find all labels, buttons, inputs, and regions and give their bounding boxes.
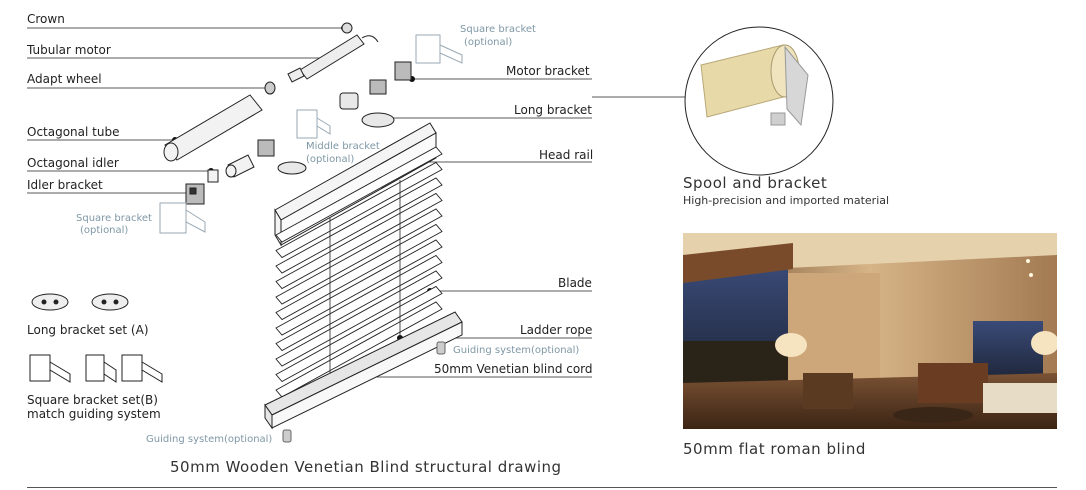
label-square-bracket-top: Square bracket bbox=[460, 24, 536, 35]
label-guiding-system-bottom: Guiding system(optional) bbox=[146, 434, 273, 445]
blade-slat bbox=[275, 301, 443, 398]
middle-bracket-part bbox=[296, 109, 331, 139]
label-tubular-motor: Tubular motor bbox=[27, 43, 111, 57]
blade-slat bbox=[275, 146, 443, 243]
crown-part bbox=[341, 22, 353, 34]
label-middle-bracket: Middle bracket bbox=[306, 141, 380, 152]
octagonal-tube-part bbox=[163, 94, 263, 162]
label-adapt-wheel: Adapt wheel bbox=[27, 72, 102, 86]
guiding-system-part bbox=[282, 341, 446, 443]
tubular-motor-part bbox=[287, 34, 379, 83]
blades bbox=[275, 146, 443, 398]
label-idler-bracket: Idler bracket bbox=[27, 178, 103, 192]
label-blade: Blade bbox=[558, 276, 592, 290]
bottom-rail bbox=[264, 311, 463, 430]
octagonal-idler-part bbox=[207, 154, 255, 183]
square-bracket-left-part bbox=[159, 202, 206, 234]
adapt-wheel-part bbox=[264, 81, 276, 95]
label-square-bracket-set-match: match guiding system bbox=[27, 407, 161, 421]
label-crown: Crown bbox=[27, 12, 65, 26]
caption-photo: 50mm flat roman blind bbox=[683, 440, 866, 458]
label-square-bracket-set: Square bracket set(B) bbox=[27, 393, 158, 407]
blade-slat bbox=[275, 161, 443, 259]
square-bracket-set-b bbox=[29, 354, 163, 383]
room-photo bbox=[683, 233, 1057, 429]
square-bracket-top-part bbox=[415, 34, 463, 64]
middle-bracket-clip bbox=[257, 139, 307, 175]
blade-slat bbox=[275, 254, 443, 352]
blade-slat bbox=[275, 239, 443, 336]
label-long-bracket-set: Long bracket set (A) bbox=[27, 323, 149, 337]
ladder-ropes bbox=[329, 180, 401, 380]
blade-slat bbox=[275, 285, 443, 383]
label-long-bracket: Long bracket bbox=[514, 103, 592, 117]
label-square-bracket-left: Square bracket bbox=[76, 213, 152, 224]
label-blind-cord: 50mm Venetian blind cord bbox=[434, 362, 593, 376]
caption-spool-subtitle: High-precision and imported material bbox=[683, 194, 890, 207]
bottom-divider bbox=[27, 487, 1057, 488]
blade-slat bbox=[275, 270, 443, 367]
long-bracket-set-a bbox=[31, 293, 129, 311]
label-square-bracket-top-optional: (optional) bbox=[464, 37, 513, 48]
label-middle-bracket-optional: (optional) bbox=[306, 154, 355, 165]
label-head-rail: Head rail bbox=[539, 148, 594, 162]
label-ladder-rope: Ladder rope bbox=[520, 323, 593, 337]
long-bracket-part bbox=[339, 92, 395, 128]
label-octagonal-idler: Octagonal idler bbox=[27, 156, 119, 170]
blade-slat bbox=[275, 192, 443, 290]
spool-bracket-image bbox=[684, 26, 834, 176]
motor-bracket-part bbox=[369, 61, 412, 95]
blade-slat bbox=[275, 208, 443, 305]
blade-slat bbox=[275, 177, 443, 274]
idler-bracket-part bbox=[185, 183, 205, 205]
label-motor-bracket: Motor bracket bbox=[506, 64, 590, 78]
label-octagonal-tube: Octagonal tube bbox=[27, 125, 120, 139]
caption-spool-title: Spool and bracket bbox=[683, 174, 828, 192]
label-square-bracket-left-optional: (optional) bbox=[80, 225, 129, 236]
label-guiding-system-right: Guiding system(optional) bbox=[453, 345, 580, 356]
caption-drawing: 50mm Wooden Venetian Blind structural dr… bbox=[170, 458, 562, 476]
blade-slat bbox=[275, 223, 443, 321]
